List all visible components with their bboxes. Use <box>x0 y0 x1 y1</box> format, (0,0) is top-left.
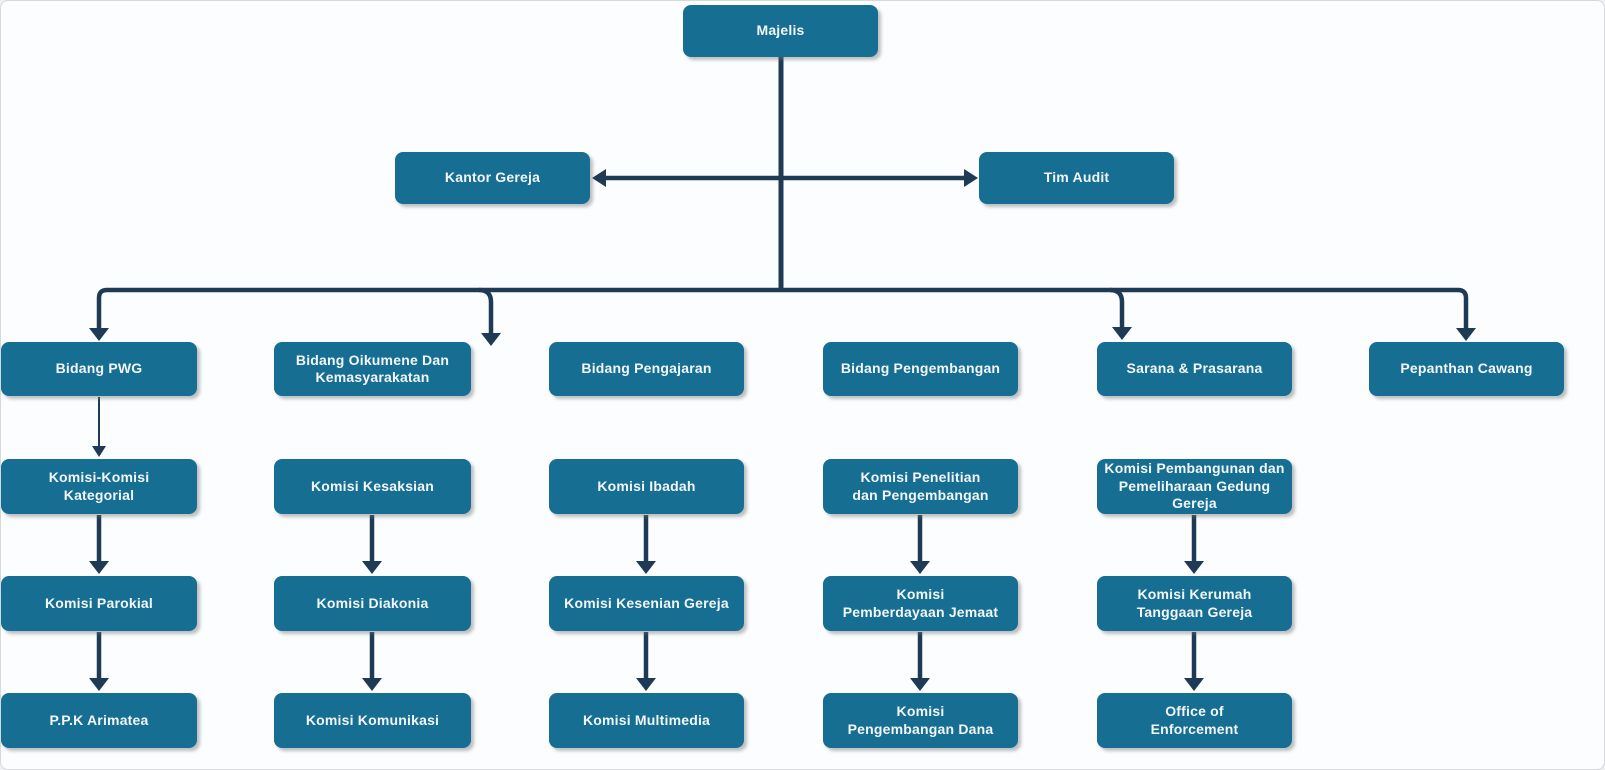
arrowhead-sarana <box>1112 327 1132 340</box>
node-kantor-gereja[interactable]: Kantor Gereja <box>395 152 590 204</box>
arrowhead-col1-r5 <box>89 561 109 574</box>
node-komisi-komunikasi[interactable]: Komisi Komunikasi <box>274 693 471 748</box>
arrowhead-col5-r6 <box>1184 678 1204 691</box>
arrowhead-col2-r5 <box>362 561 382 574</box>
node-ppk-arimatea[interactable]: P.P.K Arimatea <box>1 693 197 748</box>
node-bidang-pengembangan[interactable]: Bidang Pengembangan <box>823 342 1018 396</box>
arrowhead-col2-r6 <box>362 678 382 691</box>
arrowhead-col4-r6 <box>910 678 930 691</box>
arrowhead-col1-r6 <box>89 678 109 691</box>
node-komisi-ibadah[interactable]: Komisi Ibadah <box>549 459 744 514</box>
arrowhead-pepanthan <box>1456 328 1476 341</box>
arrowhead-col3-r6 <box>636 678 656 691</box>
arrowhead-kategorial <box>92 446 106 457</box>
edge-drop-oikumene <box>478 287 494 335</box>
arrowhead-col3-r5 <box>636 561 656 574</box>
node-komisi-penelitian[interactable]: Komisi Penelitian dan Pengembangan <box>823 459 1018 514</box>
arrowhead-oikumene <box>481 333 501 346</box>
node-office-enforcement[interactable]: Office of Enforcement <box>1097 693 1292 748</box>
arrowhead-col5-r5 <box>1184 561 1204 574</box>
node-komisi-multimedia[interactable]: Komisi Multimedia <box>549 693 744 748</box>
node-bidang-pwg[interactable]: Bidang PWG <box>1 342 197 396</box>
node-komisi-kesenian[interactable]: Komisi Kesenian Gereja <box>549 576 744 631</box>
node-komisi-pengembangan-dana[interactable]: Komisi Pengembangan Dana <box>823 693 1018 748</box>
edge-drop-sarana <box>1109 287 1125 329</box>
node-majelis[interactable]: Majelis <box>683 5 878 57</box>
node-komisi-diakonia[interactable]: Komisi Diakonia <box>274 576 471 631</box>
node-komisi-pembangunan[interactable]: Komisi Pembangunan dan Pemeliharaan Gedu… <box>1097 459 1292 514</box>
node-tim-audit[interactable]: Tim Audit <box>979 152 1174 204</box>
node-pepanthan-cawang[interactable]: Pepanthan Cawang <box>1369 342 1564 396</box>
edge-distribution-trunk <box>96 287 1469 330</box>
node-bidang-oikumene[interactable]: Bidang Oikumene Dan Kemasyarakatan <box>274 342 471 396</box>
node-komisi-parokial[interactable]: Komisi Parokial <box>1 576 197 631</box>
arrowhead-tim-audit <box>964 169 978 187</box>
node-komisi-kesaksian[interactable]: Komisi Kesaksian <box>274 459 471 514</box>
arrowhead-bidang-pwg <box>89 328 109 341</box>
node-sarana-prasarana[interactable]: Sarana & Prasarana <box>1097 342 1292 396</box>
node-bidang-pengajaran[interactable]: Bidang Pengajaran <box>549 342 744 396</box>
arrowhead-kantor-gereja <box>592 169 606 187</box>
node-komisi-kerumah[interactable]: Komisi Kerumah Tanggaan Gereja <box>1097 576 1292 631</box>
node-komisi-pemberdayaan[interactable]: Komisi Pemberdayaan Jemaat <box>823 576 1018 631</box>
arrowhead-col4-r5 <box>910 561 930 574</box>
node-komisi-kategorial[interactable]: Komisi-Komisi Kategorial <box>1 459 197 514</box>
